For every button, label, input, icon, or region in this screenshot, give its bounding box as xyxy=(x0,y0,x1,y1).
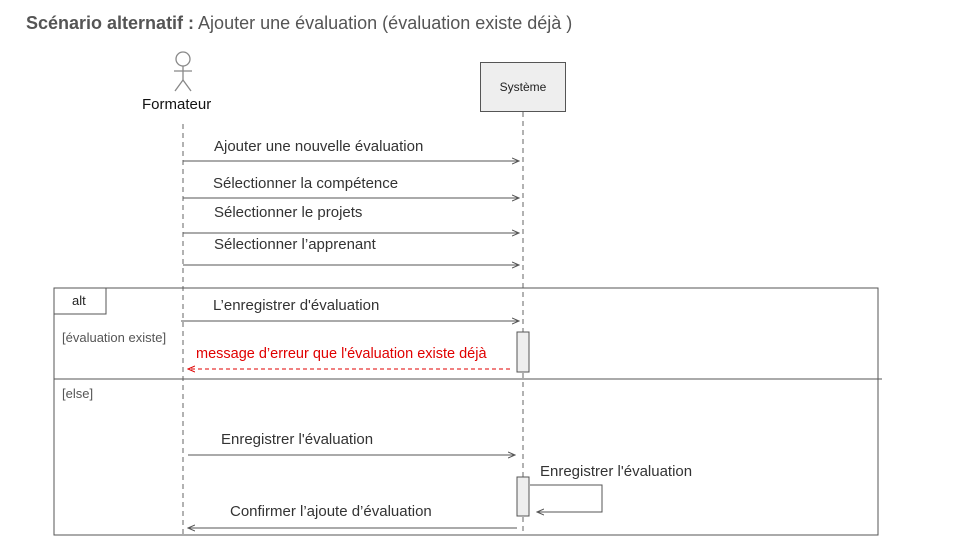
page-title: Scénario alternatif : Ajouter une évalua… xyxy=(26,13,572,34)
message-label-5: L’enregistrer d'évaluation xyxy=(213,297,380,314)
activation-bar-2 xyxy=(516,476,530,517)
systeme-box: Système xyxy=(480,62,566,112)
guard-evaluation-existe: [évaluation existe] xyxy=(62,330,167,345)
self-message-arrow xyxy=(530,484,603,512)
title-bold: Scénario alternatif : xyxy=(26,13,195,33)
alt-operator-label: alt xyxy=(72,293,86,308)
message-label-2: Sélectionner la compétence xyxy=(213,175,399,192)
message-label-4: Sélectionner l’apprenant xyxy=(214,236,376,253)
self-message-label: Enregistrer l'évaluation xyxy=(540,463,693,480)
message-label-7: Enregistrer l'évaluation xyxy=(221,431,374,448)
confirm-message-label: Confirmer l’ajoute d’évaluation xyxy=(230,503,432,520)
error-message-label: message d’erreur que l'évaluation existe… xyxy=(196,346,487,362)
activation-bar-1 xyxy=(516,331,530,373)
formateur-label: Formateur xyxy=(142,96,212,113)
alt-operator-box xyxy=(54,287,107,315)
guard-else: [else] xyxy=(62,386,94,401)
alt-fragment-frame xyxy=(53,287,879,536)
message-label-3: Sélectionner le projets xyxy=(214,204,363,221)
message-label-1: Ajouter une nouvelle évaluation xyxy=(214,138,424,155)
systeme-label: Système xyxy=(499,80,547,94)
title-rest: Ajouter une évaluation (évaluation exist… xyxy=(194,13,573,33)
formateur-actor-icon xyxy=(174,51,192,92)
